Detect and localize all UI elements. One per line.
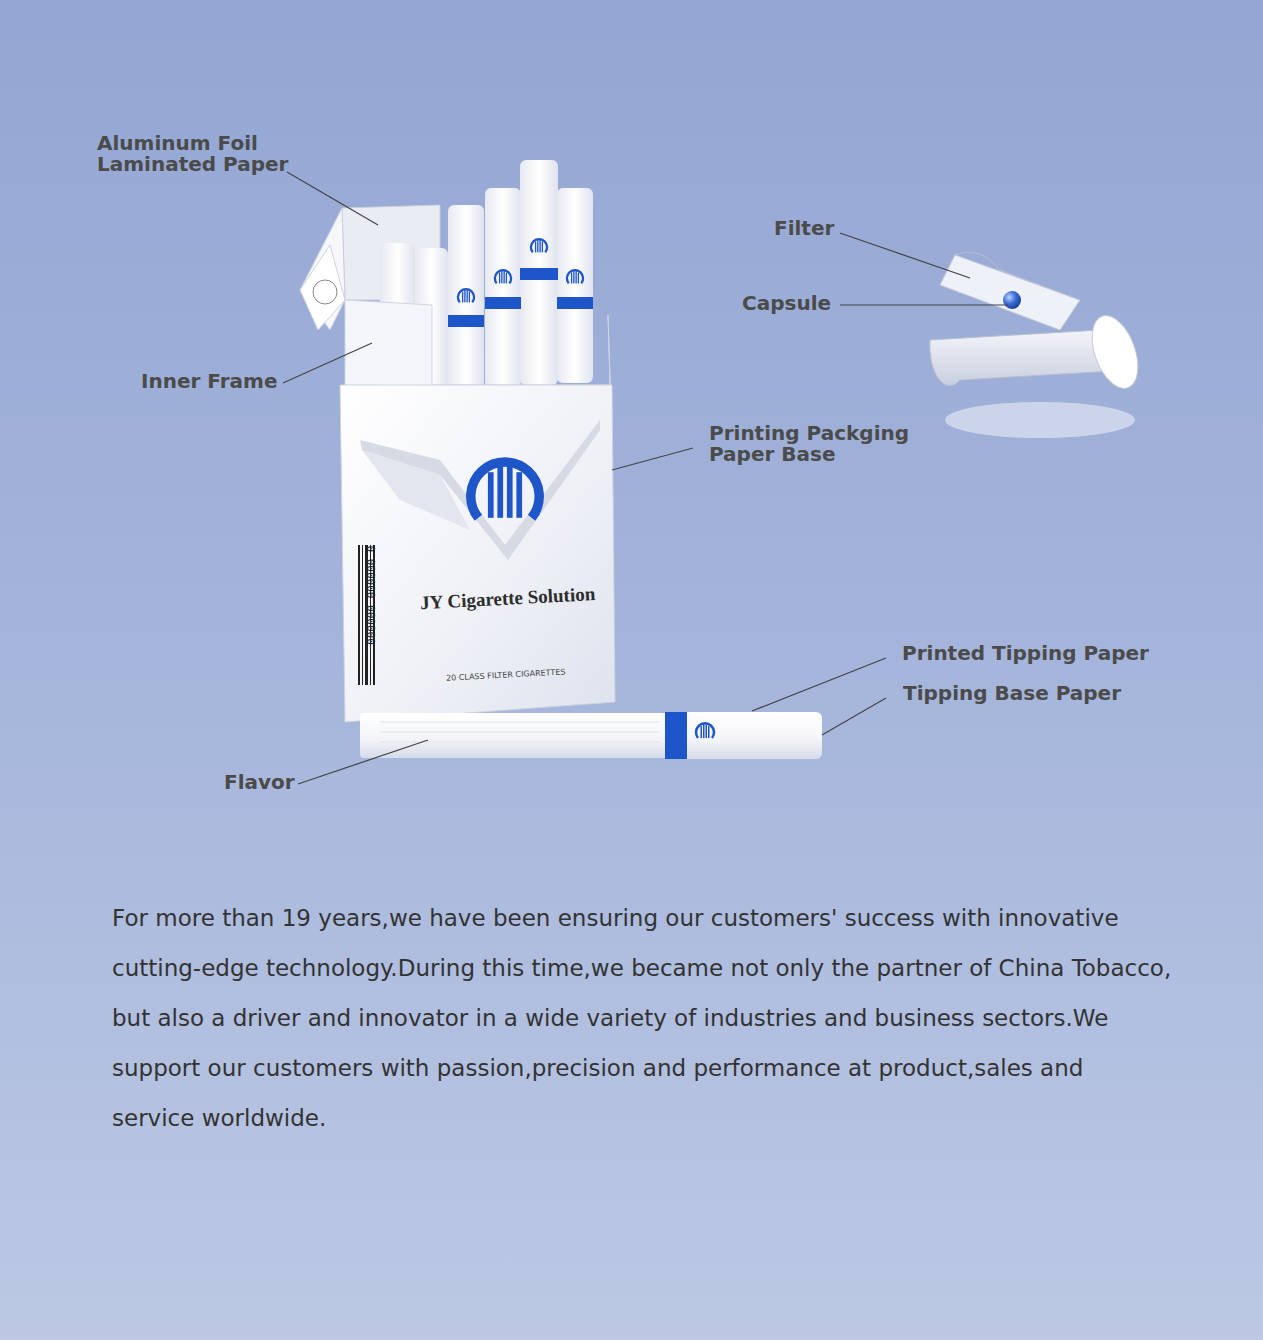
part-label: Filter xyxy=(774,218,894,239)
part-label: Aluminum Foil Laminated Paper xyxy=(97,133,297,175)
capsule-filter xyxy=(930,252,1147,438)
caption-text: For more than 19 years,we have been ensu… xyxy=(112,893,1172,1143)
part-label: Printed Tipping Paper xyxy=(902,643,1202,664)
pack-front xyxy=(340,385,615,722)
cigarette xyxy=(360,712,822,759)
part-label: Capsule xyxy=(742,293,862,314)
part-label: Printing Packging Paper Base xyxy=(709,423,914,465)
leader-lines xyxy=(283,172,1008,784)
barcode-number: 0 000000 000000 xyxy=(360,546,381,686)
part-label: Tipping Base Paper xyxy=(903,683,1203,704)
part-label: Flavor xyxy=(224,772,344,793)
part-label: Inner Frame xyxy=(141,371,301,392)
